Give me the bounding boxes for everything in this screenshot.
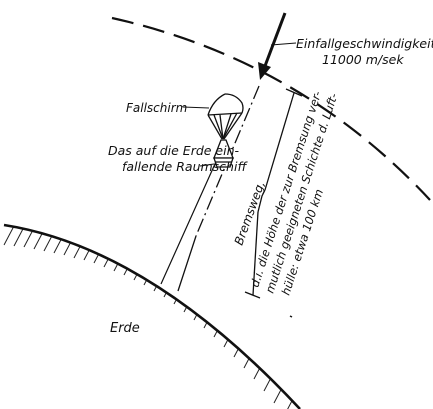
parachute-icon bbox=[207, 93, 244, 140]
braking-distance-dimension bbox=[244, 88, 303, 299]
capsule-path-line bbox=[160, 154, 220, 285]
spaceship-label-line1: Das auf die Erde ein- bbox=[108, 143, 240, 158]
velocity-label-line2: 11000 m/sek bbox=[322, 52, 404, 67]
parachute-label: Fallschirm bbox=[126, 101, 187, 115]
velocity-arrow bbox=[258, 12, 287, 80]
earth-label: Erde bbox=[110, 321, 140, 336]
velocity-label-line1: Einfallgeschwindigkeit bbox=[296, 36, 433, 51]
spaceship-icon bbox=[213, 139, 234, 168]
descent-line-lower bbox=[177, 235, 197, 292]
spaceship-label-line2: fallende Raumschiff bbox=[122, 159, 248, 174]
ground-marker bbox=[289, 315, 293, 318]
spaceship-leader bbox=[199, 163, 215, 167]
atmosphere-boundary bbox=[111, 16, 431, 201]
velocity-leader bbox=[270, 42, 297, 46]
parachute-leader bbox=[182, 106, 210, 109]
